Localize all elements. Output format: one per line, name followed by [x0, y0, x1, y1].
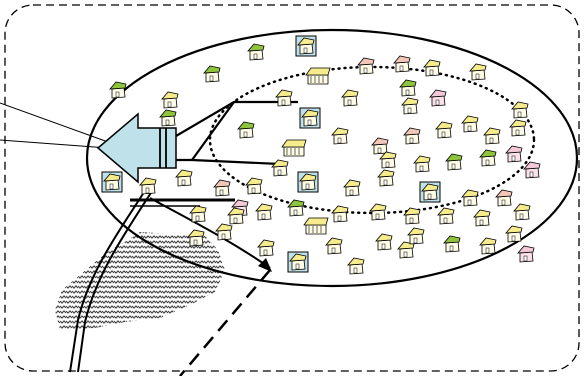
- flow-wedge: [176, 102, 298, 164]
- apartment-icon: [306, 68, 330, 84]
- house-icon: [342, 90, 358, 106]
- hatched-area: [55, 232, 225, 330]
- highlighted-house-icon: [420, 182, 440, 202]
- leader-line-upper: [0, 103, 108, 142]
- house-icon: [160, 110, 176, 126]
- house-icon: [474, 210, 490, 226]
- house-icon: [372, 138, 388, 154]
- apartment-icon: [282, 140, 306, 156]
- house-icon: [204, 66, 220, 82]
- house-icon: [332, 128, 348, 144]
- house-icon: [188, 230, 204, 246]
- house-icon: [358, 58, 374, 74]
- house-icon: [378, 170, 394, 186]
- highlighted-house-icon: [298, 172, 318, 192]
- house-icon: [484, 128, 500, 144]
- house-icon: [512, 102, 528, 118]
- house-icon: [190, 206, 206, 222]
- house-icon: [288, 200, 304, 216]
- house-icon: [140, 178, 156, 194]
- house-icon: [462, 116, 478, 132]
- house-icon: [462, 190, 478, 206]
- apartment-icon: [304, 218, 328, 234]
- house-icon: [398, 242, 414, 258]
- highlighted-house-icon: [300, 108, 320, 128]
- house-icon: [510, 120, 526, 136]
- house-icon: [380, 152, 396, 168]
- house-icon: [424, 60, 440, 76]
- house-icon: [400, 80, 416, 96]
- house-icon: [470, 64, 486, 80]
- house-icon: [248, 44, 264, 60]
- house-icon: [518, 246, 534, 262]
- house-icon: [394, 56, 410, 72]
- house-icon: [438, 208, 454, 224]
- house-icon: [404, 128, 420, 144]
- house-icon: [370, 204, 386, 220]
- house-icon: [256, 204, 272, 220]
- house-icon: [514, 204, 530, 220]
- highlighted-house-icon: [288, 252, 308, 272]
- house-icon: [402, 98, 418, 114]
- house-icon: [276, 90, 292, 106]
- house-icon: [238, 122, 254, 138]
- house-icon: [414, 156, 430, 172]
- house-icon: [272, 160, 288, 176]
- house-icon: [258, 240, 274, 256]
- house-icon: [496, 190, 512, 206]
- house-icon: [524, 162, 540, 178]
- house-icon: [326, 238, 342, 254]
- house-icon: [436, 122, 452, 138]
- house-icon: [228, 208, 244, 224]
- house-icon: [480, 238, 496, 254]
- house-icon: [110, 82, 126, 98]
- house-icon: [376, 234, 392, 250]
- house-icon: [348, 258, 364, 274]
- house-icon: [506, 146, 522, 162]
- house-icon: [506, 226, 522, 242]
- house-icon: [430, 90, 446, 106]
- house-icon: [444, 236, 460, 252]
- house-icon: [446, 154, 462, 170]
- house-icon: [408, 228, 424, 244]
- house-icon: [246, 178, 262, 194]
- house-icon: [216, 224, 232, 240]
- house-icon: [332, 206, 348, 222]
- house-icon: [176, 170, 192, 186]
- house-icon: [214, 180, 230, 196]
- highlighted-house-icon: [102, 172, 122, 192]
- house-icon: [344, 180, 360, 196]
- highlighted-house-icon: [296, 36, 316, 56]
- house-icon: [162, 92, 178, 108]
- leader-line-lower: [0, 140, 108, 148]
- house-icon: [480, 150, 496, 166]
